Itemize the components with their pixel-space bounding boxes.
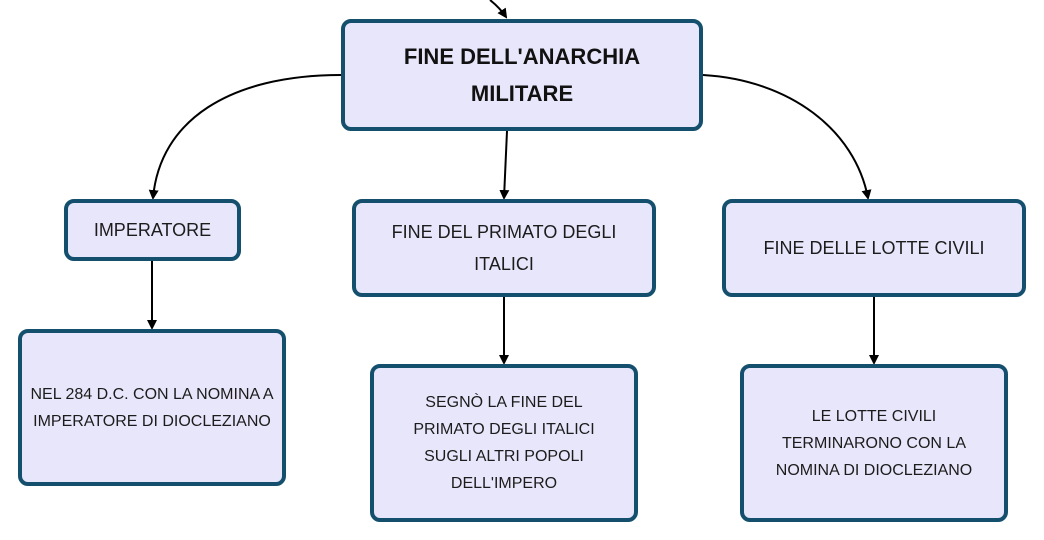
fine-primato-node: FINE DEL PRIMATO DEGLI ITALICI <box>352 199 656 297</box>
detail-lotte-node: LE LOTTE CIVILI TERMINARONO CON LA NOMIN… <box>740 364 1008 522</box>
detail-lotte-node-label: LE LOTTE CIVILI TERMINARONO CON LA NOMIN… <box>775 407 973 479</box>
imperatore-node-label: IMPERATORE <box>93 220 212 240</box>
fine-primato-node-label: FINE DEL PRIMATO DEGLI ITALICI <box>391 222 617 274</box>
imperatore-node: IMPERATORE <box>64 199 241 261</box>
connector-root-lotte <box>702 74 872 200</box>
connector-incoming <box>489 0 508 19</box>
fine-lotte-node-label: FINE DELLE LOTTE CIVILI <box>763 238 985 258</box>
connector-root-primato <box>499 130 510 200</box>
detail-imperatore-node: NEL 284 D.C. CON LA NOMINA A IMPERATORE … <box>18 329 286 486</box>
fine-lotte-node: FINE DELLE LOTTE CIVILI <box>722 199 1026 297</box>
root-node: FINE DELL'ANARCHIA MILITARE <box>341 19 703 131</box>
connector-root-imperatore <box>148 74 342 200</box>
detail-primato-node: SEGNÒ LA FINE DEL PRIMATO DEGLI ITALICI … <box>370 364 638 522</box>
root-node-label: FINE DELL'ANARCHIA MILITARE <box>403 44 641 106</box>
detail-imperatore-node-label: NEL 284 D.C. CON LA NOMINA A IMPERATORE … <box>30 385 274 430</box>
detail-primato-node-label: SEGNÒ LA FINE DEL PRIMATO DEGLI ITALICI … <box>413 394 595 492</box>
